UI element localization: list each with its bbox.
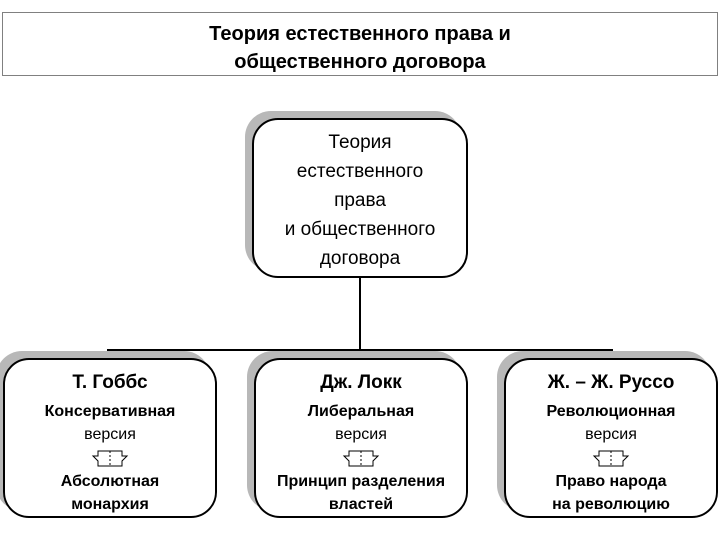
hobbes-result: Абсолютная монархия	[60, 473, 160, 513]
hobbes-name: Т. Гоббс	[72, 372, 148, 393]
double-arrow-icon	[91, 450, 129, 467]
locke-result: Принцип разделения властей	[276, 473, 446, 513]
double-arrow-icon	[592, 450, 630, 467]
rousseau-result: Право народа на революцию	[552, 473, 670, 513]
rousseau-name: Ж. – Ж. Руссо	[547, 372, 675, 393]
locke-name: Дж. Локк	[320, 372, 402, 393]
title-box	[2, 12, 718, 76]
double-arrow-icon	[342, 450, 380, 467]
root-node: Теория естественного права и общественно…	[252, 118, 468, 278]
page-title: Теория естественного права и общественно…	[209, 23, 511, 73]
